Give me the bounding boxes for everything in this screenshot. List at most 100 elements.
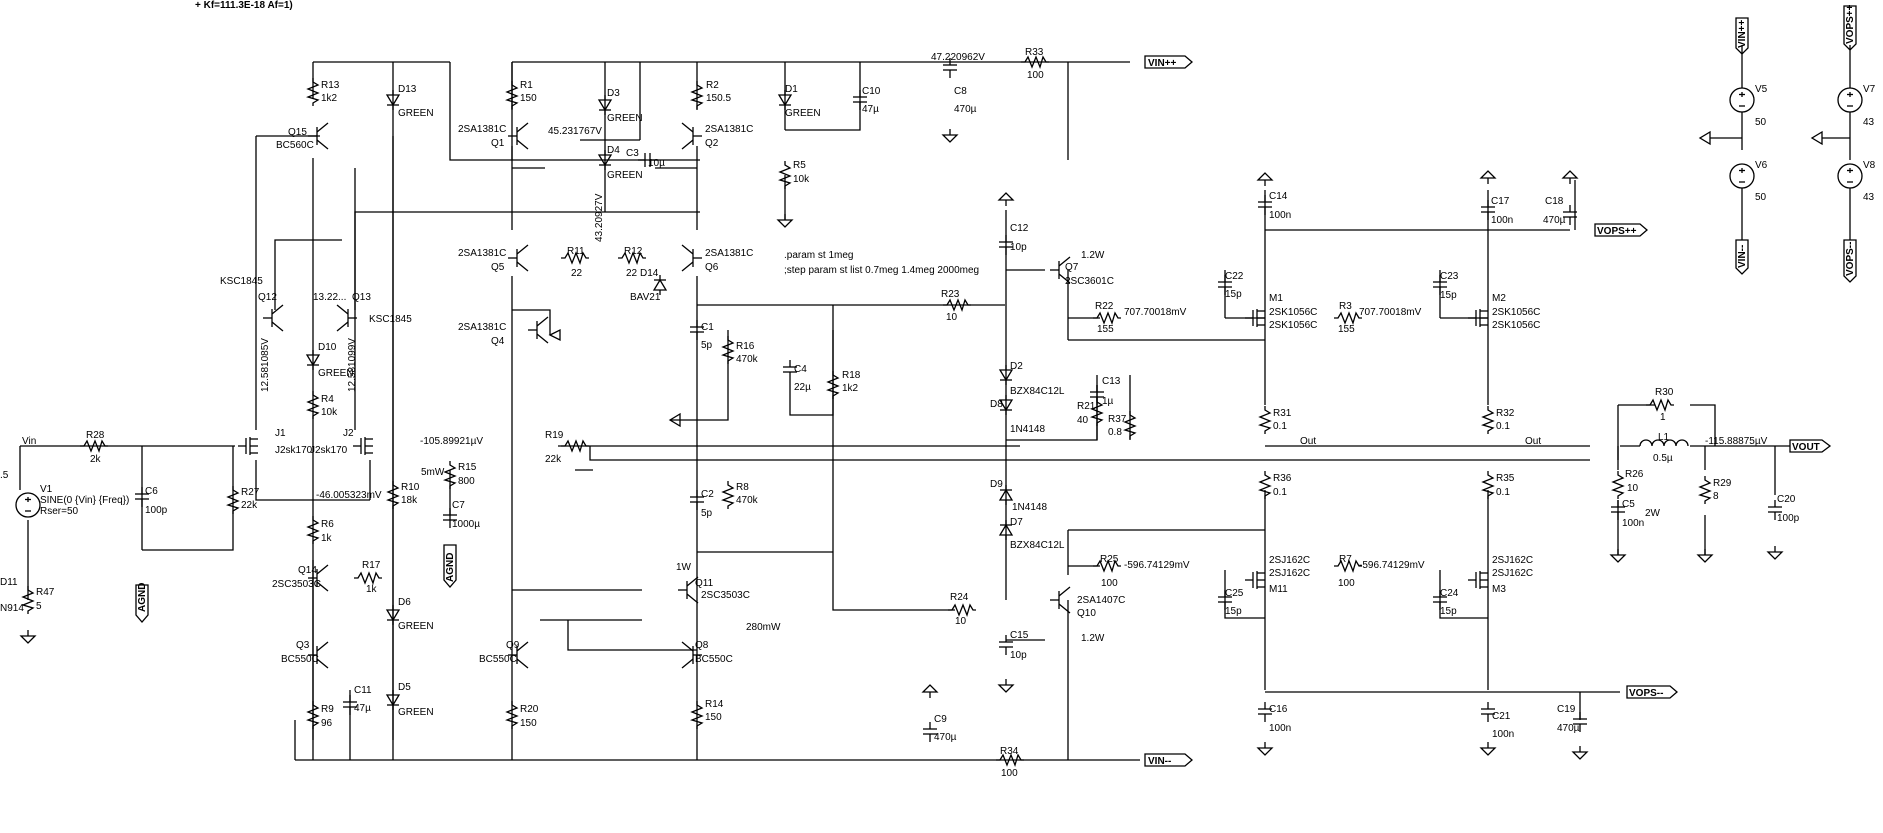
v1-symbol[interactable]	[15, 492, 41, 518]
r26-symbol[interactable]	[1612, 470, 1624, 500]
d9-value: 1N4148	[1012, 502, 1047, 513]
vopsmm-flag[interactable]	[1626, 685, 1678, 699]
d8-value: 1N4148	[1010, 424, 1045, 435]
q1-value: 2SA1381C	[458, 124, 506, 135]
q10-symbol[interactable]	[1049, 586, 1071, 614]
r6-ref: R6	[321, 519, 334, 530]
r12-value: 22	[626, 268, 638, 279]
vinmm-source-flag[interactable]	[1735, 239, 1749, 275]
c2-ref: C2	[701, 489, 714, 500]
v8-symbol[interactable]	[1837, 163, 1863, 189]
model-line: + Kf=111.3E-18 Af=1)	[195, 0, 293, 11]
ground-icon	[942, 128, 958, 143]
edge-n914: N914	[0, 603, 24, 614]
agnd-flag-left[interactable]	[135, 584, 149, 623]
q2-symbol[interactable]	[681, 122, 703, 150]
m11-value: 2SJ162C	[1269, 555, 1310, 566]
r2-ref: R2	[706, 80, 719, 91]
q4-symbol[interactable]	[527, 316, 549, 344]
probe-q2: 43.20927V	[594, 193, 605, 242]
v5-symbol[interactable]	[1729, 87, 1755, 113]
vout-flag[interactable]	[1789, 439, 1832, 453]
vopsmm-source-flag[interactable]	[1843, 239, 1857, 283]
vinpp-source-flag[interactable]	[1735, 17, 1749, 55]
d1-value: GREEN	[785, 108, 821, 119]
c3-ref: C3	[626, 148, 639, 159]
r8-symbol[interactable]	[722, 480, 734, 510]
r14-value: 150	[705, 712, 722, 723]
r29-symbol[interactable]	[1699, 475, 1711, 505]
r23-value: 10	[946, 312, 958, 323]
d13-ref: D13	[398, 84, 417, 95]
d3-ref: D3	[607, 88, 620, 99]
v6-symbol[interactable]	[1729, 163, 1755, 189]
ground-icon	[548, 328, 561, 342]
m11-ref: M11	[1269, 584, 1288, 595]
j1-symbol[interactable]	[237, 436, 259, 456]
l1-symbol[interactable]	[1639, 439, 1689, 447]
power-q10: 1.2W	[1081, 633, 1105, 644]
d4-ref: D4	[607, 145, 620, 156]
vopsmm-label: VOPS--	[1629, 688, 1663, 699]
v7-symbol[interactable]	[1837, 87, 1863, 113]
probe-j2: 12.581099V	[347, 338, 358, 392]
power-q11: 1W	[676, 562, 692, 573]
q1-symbol[interactable]	[507, 122, 529, 150]
agnd-flag-mid[interactable]	[443, 544, 457, 588]
m3-model: 2SJ162C	[1492, 568, 1533, 579]
probe-src: -46.005323mV	[316, 490, 382, 501]
m3-symbol[interactable]	[1467, 570, 1489, 590]
c15-value: 10p	[1010, 650, 1027, 661]
c21-ref: C21	[1492, 711, 1511, 722]
q3-ref: Q3	[296, 640, 310, 651]
r6-value: 1k	[321, 533, 333, 544]
q10-ref: Q10	[1077, 608, 1096, 619]
r31-symbol[interactable]	[1259, 405, 1271, 435]
q5-value: 2SA1381C	[458, 248, 506, 259]
vinmm-flag[interactable]	[1144, 753, 1193, 767]
r19-ref: R19	[545, 430, 564, 441]
c8-ref: C8	[954, 86, 967, 97]
r47-ref: R47	[36, 587, 55, 598]
q13-ref: Q13	[352, 292, 371, 303]
q13-symbol[interactable]	[336, 304, 358, 332]
v7-ref: V7	[1863, 84, 1876, 95]
j1-ref: J1	[275, 428, 286, 439]
q5-ref: Q5	[491, 262, 505, 273]
j2-symbol[interactable]	[352, 436, 374, 456]
vout-label: VOUT	[1792, 442, 1820, 453]
vopspp-source-flag[interactable]	[1843, 5, 1857, 51]
r22-symbol[interactable]	[1092, 312, 1122, 324]
c10-ref: C10	[862, 86, 881, 97]
c6-value: 100p	[145, 505, 168, 516]
d14-ref: D14	[640, 268, 659, 279]
m11-model: 2SJ162C	[1269, 568, 1310, 579]
power-q7: 1.2W	[1081, 250, 1105, 261]
m11-symbol[interactable]	[1244, 570, 1266, 590]
r17-symbol[interactable]	[353, 572, 383, 584]
r30-symbol[interactable]	[1645, 399, 1675, 411]
c4-value: 22µ	[794, 382, 811, 393]
q7-ref: Q7	[1065, 262, 1079, 273]
r16-ref: R16	[736, 341, 755, 352]
q5-symbol[interactable]	[507, 244, 529, 272]
d4-value: GREEN	[607, 170, 643, 181]
l1-value: 0.5µ	[1653, 453, 1673, 464]
vopspp-flag[interactable]	[1594, 223, 1648, 237]
supply-icon	[998, 192, 1014, 207]
r28-value: 2k	[90, 454, 102, 465]
c5-ref: C5	[1622, 499, 1635, 510]
c7-ref: C7	[452, 500, 465, 511]
q12-symbol[interactable]	[262, 304, 284, 332]
vinpp-flag[interactable]	[1144, 55, 1193, 69]
r15-ref: R15	[458, 462, 477, 473]
j1-value: J2sk170	[275, 445, 313, 456]
r13-ref: R13	[321, 80, 340, 91]
q6-value: 2SA1381C	[705, 248, 753, 259]
r32-symbol[interactable]	[1482, 405, 1494, 435]
c18-value: 470µ	[1543, 215, 1566, 226]
r24-symbol[interactable]	[947, 604, 977, 616]
q6-symbol[interactable]	[681, 244, 703, 272]
vinpp-src-label: VIN++	[1737, 19, 1748, 48]
r3-symbol[interactable]	[1333, 312, 1363, 324]
